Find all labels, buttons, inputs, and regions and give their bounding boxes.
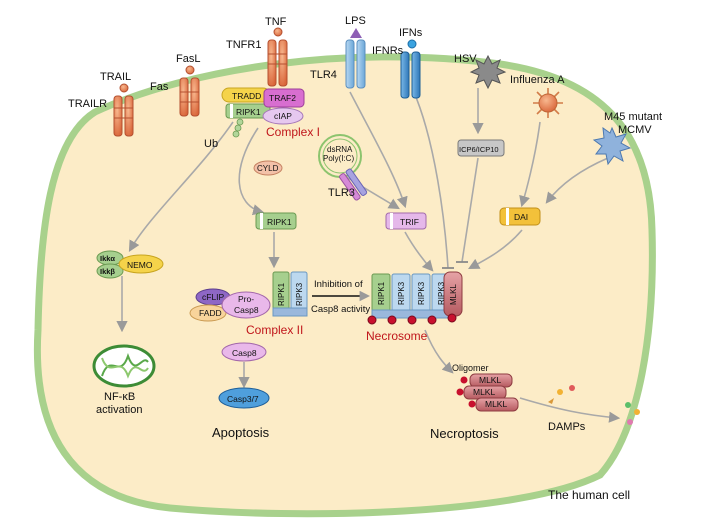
fadd-node bbox=[189, 304, 227, 322]
complex2-title: Complex II bbox=[246, 323, 303, 337]
phosphorylation-dots bbox=[367, 313, 457, 325]
necrosome-ripk3-label-1: RIPK3 bbox=[397, 281, 406, 305]
cyld-node bbox=[253, 160, 283, 176]
ripk1-free-stripe bbox=[260, 213, 263, 229]
influenza-label: Influenza A bbox=[510, 74, 565, 86]
nfkb-label: NF-κB bbox=[104, 391, 135, 403]
inhibition-label-line1: Inhibition of bbox=[314, 279, 363, 290]
dai-node bbox=[499, 207, 541, 226]
inhibition-label-line2: Casp8 activity bbox=[311, 304, 370, 315]
ikkb-label: Ikkβ bbox=[100, 267, 115, 276]
necrosome-title: Necrosome bbox=[366, 329, 428, 343]
ripk1-free-label: RIPK1 bbox=[267, 217, 292, 227]
tnfr1-label: TNFR1 bbox=[226, 39, 261, 51]
trail-label: TRAIL bbox=[100, 71, 131, 83]
oligomer-mlkl-label-3: MLKL bbox=[485, 399, 507, 409]
oligomer-mlkl-label-2: MLKL bbox=[473, 387, 495, 397]
procasp8-node bbox=[221, 291, 271, 319]
tlr4-label: TLR4 bbox=[310, 69, 337, 81]
influenza-virus-icon bbox=[533, 88, 563, 118]
ub-label: Ub bbox=[204, 138, 218, 150]
tnfr1-receptor bbox=[267, 27, 288, 87]
procasp8-label-line1: Pro- bbox=[238, 294, 254, 304]
fadd-label: FADD bbox=[199, 308, 222, 318]
mlkl-oligomer bbox=[456, 373, 519, 412]
complex1-ripk1-label: RIPK1 bbox=[236, 107, 261, 117]
lps-label: LPS bbox=[345, 15, 366, 27]
complex1-title: Complex I bbox=[266, 125, 320, 139]
hsv-label: HSV bbox=[454, 53, 477, 65]
complex-ii-ripk bbox=[272, 271, 308, 317]
complex2-ripk3-label: RIPK3 bbox=[295, 282, 304, 306]
damps-label: DAMPs bbox=[548, 421, 586, 433]
trailr-label: TRAILR bbox=[68, 98, 107, 110]
hsv-virus-icon bbox=[469, 54, 507, 90]
inhibition-bars bbox=[442, 261, 468, 269]
complex-i bbox=[221, 87, 305, 125]
dsrna-label: dsRNA bbox=[327, 145, 353, 154]
dai-label: DAI bbox=[514, 212, 528, 222]
fasl-label: FasL bbox=[176, 53, 200, 65]
cell-label: The human cell bbox=[548, 488, 630, 502]
necroptosis-label: Necroptosis bbox=[430, 426, 499, 441]
m45-label-line2: MCMV bbox=[618, 124, 652, 136]
ifns-label: IFNs bbox=[399, 27, 423, 39]
ubiquitin-chain bbox=[232, 118, 244, 138]
cflip-label: cFLIP bbox=[202, 292, 225, 302]
tlr3-receptor bbox=[339, 168, 368, 201]
ifnrs-label: IFNRs bbox=[372, 45, 404, 57]
necrosome-complex bbox=[371, 271, 463, 319]
tlr4-receptor bbox=[345, 39, 366, 89]
nemo-label: NEMO bbox=[127, 260, 153, 270]
damps-particles bbox=[548, 385, 640, 425]
fas-receptor bbox=[179, 65, 200, 117]
polyic-label: Poly(I:C) bbox=[323, 154, 354, 163]
ifnr-receptor bbox=[400, 51, 421, 99]
necrosome-ripk1-label: RIPK1 bbox=[377, 281, 386, 305]
oligomer-label: Oligomer bbox=[452, 363, 489, 373]
fas-label: Fas bbox=[150, 81, 169, 93]
necrosome-ripk3-label-2: RIPK3 bbox=[417, 281, 426, 305]
trif-label: TRIF bbox=[400, 217, 419, 227]
apoptosis-label: Apoptosis bbox=[212, 425, 270, 440]
dai-stripe bbox=[506, 208, 509, 225]
ciap-label: cIAP bbox=[274, 111, 292, 121]
oligomer-mlkl-label-1: MLKL bbox=[479, 375, 501, 385]
cyld-label: CYLD bbox=[257, 164, 279, 173]
m45-label-line1: M45 mutant bbox=[604, 111, 662, 123]
casp8-label: Casp8 bbox=[232, 348, 257, 358]
trif-node bbox=[385, 212, 427, 230]
mcmv-virus-icon bbox=[592, 126, 632, 166]
lps-triangle bbox=[350, 28, 362, 38]
necrosome-ripk3-label-3: RIPK3 bbox=[437, 281, 446, 305]
tlr3-label: TLR3 bbox=[328, 187, 355, 199]
nfkb-activation-label: activation bbox=[96, 404, 142, 416]
complex2-ripk1-label: RIPK1 bbox=[277, 282, 286, 306]
trailr-receptor bbox=[113, 83, 134, 137]
ifn-ligand bbox=[407, 39, 417, 49]
ikk-complex bbox=[96, 250, 164, 279]
pathway-arrows bbox=[116, 88, 621, 423]
trif-stripe bbox=[390, 213, 393, 229]
ikka-label: Ikkα bbox=[100, 254, 115, 263]
icp-label: ICP6/ICP10 bbox=[459, 145, 499, 154]
tradd-label: TRADD bbox=[232, 91, 261, 101]
casp37-node bbox=[218, 387, 270, 409]
icp-node bbox=[457, 139, 505, 157]
dsrna-ring-inner bbox=[322, 138, 358, 174]
ripk1-free bbox=[255, 212, 297, 230]
nucleus-dna-icon bbox=[92, 344, 156, 388]
traf2-label: TRAF2 bbox=[269, 93, 296, 103]
casp37-label: Casp3/7 bbox=[227, 394, 259, 404]
casp8-node bbox=[221, 342, 267, 362]
necrosome-mlkl-label: MLKL bbox=[449, 284, 458, 305]
tnf-label: TNF bbox=[265, 16, 287, 28]
procasp8-label-line2: Casp8 bbox=[234, 305, 259, 315]
